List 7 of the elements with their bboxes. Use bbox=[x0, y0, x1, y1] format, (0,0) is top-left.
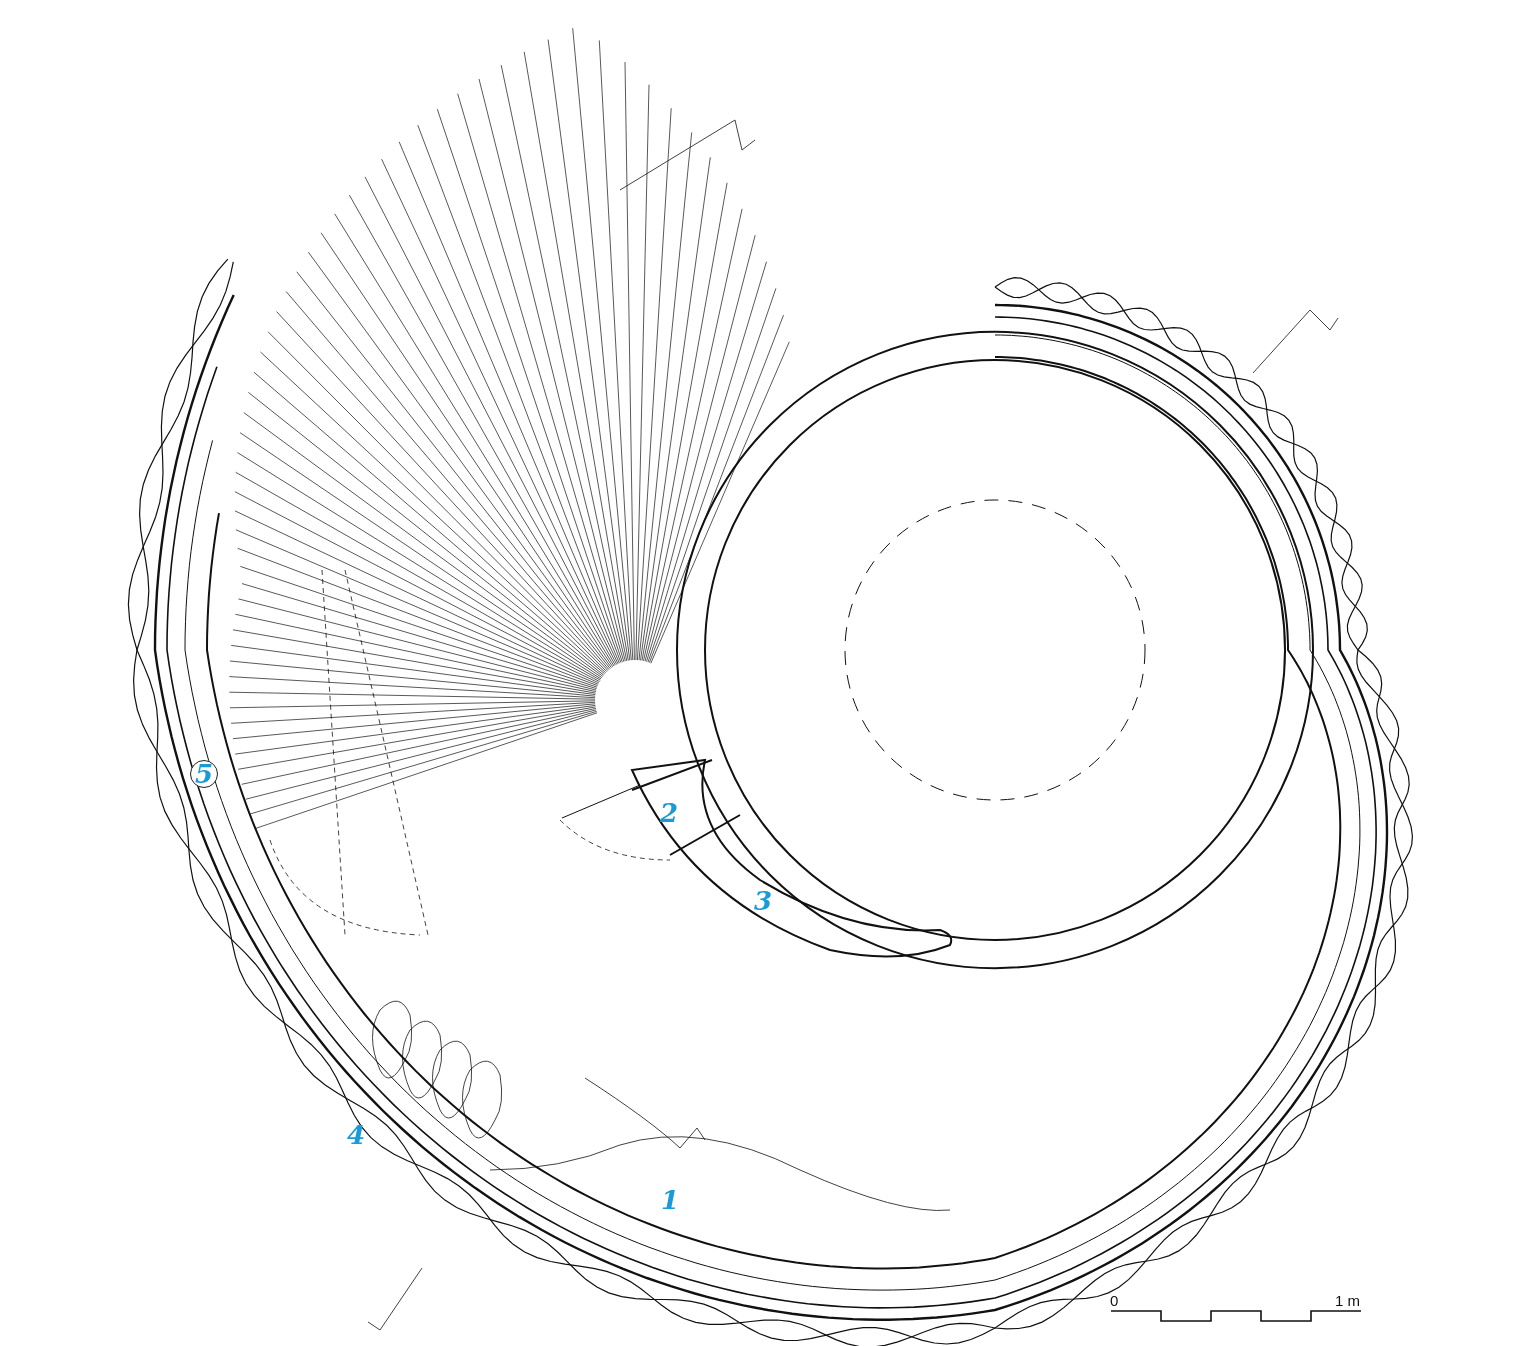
scale-label: 1 m bbox=[1335, 1293, 1360, 1308]
callout-number: 4 bbox=[347, 1122, 366, 1148]
callout-number: 1 bbox=[661, 1187, 680, 1213]
callout-number: 5 bbox=[190, 760, 218, 788]
callout-number: 3 bbox=[754, 888, 773, 914]
callout-number: 2 bbox=[660, 800, 679, 826]
scale-label: 0 bbox=[1110, 1293, 1119, 1308]
